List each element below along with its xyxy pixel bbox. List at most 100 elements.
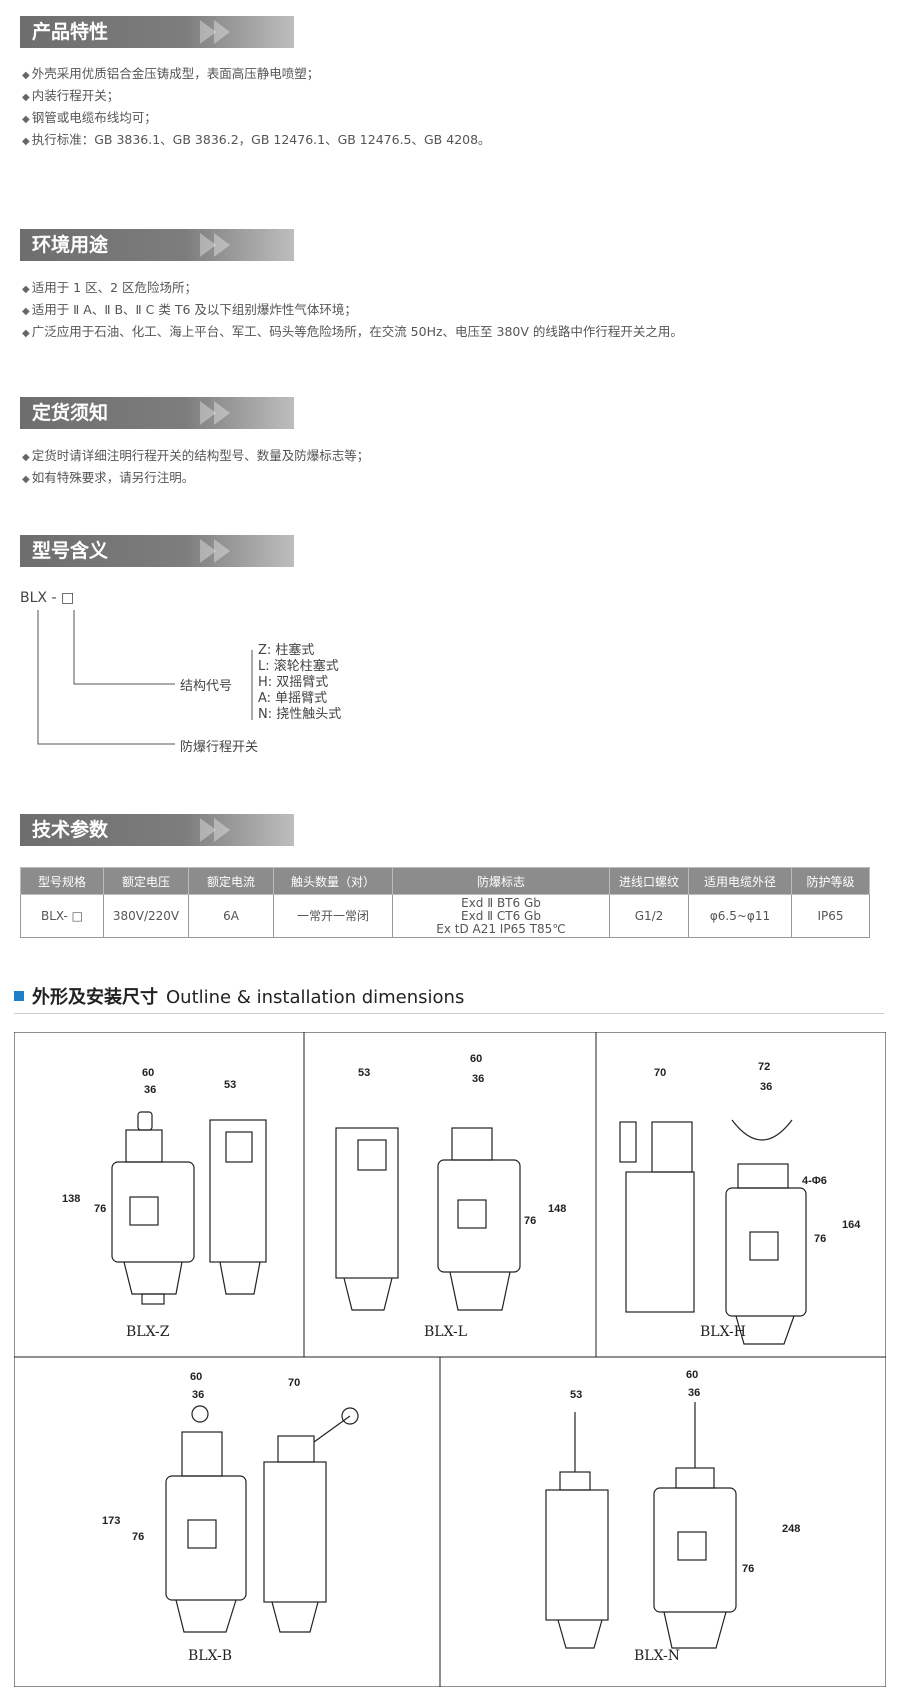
table-cell: φ6.5~φ11 <box>688 894 792 938</box>
drawing-label: BLX-H <box>700 1324 746 1340</box>
dimension-label: 248 <box>782 1523 800 1535</box>
dimension-label: 76 <box>742 1563 754 1575</box>
outline-title: 外形及安装尺寸 Outline & installation dimensions <box>14 983 464 1009</box>
table-cell: BLX- □ <box>20 894 104 938</box>
struct-option: N: 挠性触头式 <box>258 707 342 722</box>
chevron-right-icon <box>200 16 240 48</box>
table-header: 额定电压 <box>103 867 189 895</box>
dimension-label: 36 <box>192 1389 204 1401</box>
ordering-header: 定货须知 <box>20 397 294 429</box>
outline-title-en: Outline & installation dimensions <box>166 987 465 1008</box>
dimension-label: 148 <box>548 1203 566 1215</box>
table-cell: 380V/220V <box>103 894 189 938</box>
list-item: 适用于 Ⅱ A、Ⅱ B、Ⅱ C 类 T6 及以下组别爆炸性气体环境； <box>22 300 683 322</box>
dimension-label: 60 <box>470 1053 482 1065</box>
environment-list: 适用于 1 区、2 区危险场所； 适用于 Ⅱ A、Ⅱ B、Ⅱ C 类 T6 及以… <box>22 278 683 344</box>
list-item: 如有特殊要求，请另行注明。 <box>22 468 369 490</box>
ex-mark: Exd Ⅱ BT6 Gb <box>461 895 541 910</box>
ordering-list: 定货时请详细注明行程开关的结构型号、数量及防爆标志等； 如有特殊要求，请另行注明… <box>22 446 370 490</box>
features-title: 产品特性 <box>32 21 109 43</box>
dimension-label: 36 <box>760 1081 772 1093</box>
environment-title: 环境用途 <box>32 234 109 256</box>
features-list: 外壳采用优质铝合金压铸成型，表面高压静电喷塑； 内装行程开关； 钢管或电缆布线均… <box>22 64 491 152</box>
features-header: 产品特性 <box>20 16 294 48</box>
drawing-label: BLX-Z <box>126 1324 170 1340</box>
chevron-right-icon <box>200 814 240 846</box>
model-code: BLX - □ <box>20 590 75 606</box>
dimension-label: 173 <box>102 1515 120 1527</box>
drawing-blx-b <box>165 1405 359 1633</box>
dimension-label: 60 <box>142 1067 154 1079</box>
table-header: 型号规格 <box>20 867 104 895</box>
dimension-label: 60 <box>190 1371 202 1383</box>
chevron-right-icon <box>200 397 240 429</box>
struct-option: A: 单摇臂式 <box>258 691 328 706</box>
struct-options: Z: 柱塞式 L: 滚轮柱塞式 H: 双摇臂式 A: 单摇臂式 N: 挠性触头式 <box>258 643 341 723</box>
drawing-label: BLX-B <box>188 1648 232 1664</box>
dimension-label: 76 <box>132 1531 144 1543</box>
square-bullet-icon <box>14 991 24 1001</box>
ex-marks-cell: Exd Ⅱ BT6 Gb Exd Ⅱ CT6 Gb Ex tD A21 IP65… <box>392 894 610 938</box>
chevron-right-icon <box>200 535 240 567</box>
table-cell: 6A <box>188 894 274 938</box>
table-header-row: 型号规格 额定电压 额定电流 触头数量（对） 防爆标志 进线口螺纹 适用电缆外径… <box>20 867 870 895</box>
outline-drawings: 60 36 53 138 76 BLX-Z 53 60 36 148 76 BL… <box>14 1032 886 1687</box>
model-diagram-lines <box>37 610 253 745</box>
model-header: 型号含义 <box>20 535 294 567</box>
drawing-blx-n <box>545 1402 737 1649</box>
drawing-blx-l <box>335 1127 521 1311</box>
specs-header: 技术参数 <box>20 814 294 846</box>
chevron-right-icon <box>200 229 240 261</box>
table-header: 触头数量（对） <box>273 867 393 895</box>
list-item: 内装行程开关； <box>22 86 491 108</box>
dimension-label: 53 <box>358 1067 370 1079</box>
dimension-label: 138 <box>62 1193 80 1205</box>
struct-option: Z: 柱塞式 <box>258 643 315 658</box>
struct-label: 结构代号 <box>180 679 233 694</box>
series-label: 防爆行程开关 <box>180 740 259 755</box>
table-header: 防护等级 <box>791 867 870 895</box>
drawing-label: BLX-N <box>634 1648 680 1664</box>
specs-title: 技术参数 <box>32 819 109 841</box>
dimension-label: 53 <box>224 1079 236 1091</box>
list-item: 执行标准：GB 3836.1、GB 3836.2，GB 12476.1、GB 1… <box>22 130 491 152</box>
ordering-title: 定货须知 <box>32 402 109 424</box>
dimension-label: 70 <box>288 1377 300 1389</box>
dimension-label: 164 <box>842 1219 861 1231</box>
table-header: 额定电流 <box>188 867 274 895</box>
dimension-label: 36 <box>144 1084 156 1096</box>
dimension-label: 76 <box>94 1203 106 1215</box>
dimension-label: 36 <box>688 1387 700 1399</box>
model-title: 型号含义 <box>32 540 109 562</box>
table-cell: 一常开一常闭 <box>273 894 393 938</box>
table-header: 防爆标志 <box>392 867 610 895</box>
dimension-label: 4-Φ6 <box>802 1175 827 1187</box>
table-header: 进线口螺纹 <box>609 867 689 895</box>
drawing-blx-z <box>111 1111 267 1305</box>
environment-header: 环境用途 <box>20 229 294 261</box>
ex-mark: Exd Ⅱ CT6 Gb <box>461 908 541 923</box>
drawing-label: BLX-L <box>424 1324 467 1340</box>
dimension-label: 72 <box>758 1061 770 1073</box>
list-item: 钢管或电缆布线均可； <box>22 108 491 130</box>
table-cell: IP65 <box>791 894 870 938</box>
struct-option: L: 滚轮柱塞式 <box>258 659 339 674</box>
outline-title-cn: 外形及安装尺寸 <box>32 987 158 1008</box>
list-item: 适用于 1 区、2 区危险场所； <box>22 278 683 300</box>
table-row: BLX- □ 380V/220V 6A 一常开一常闭 Exd Ⅱ BT6 Gb … <box>20 894 870 938</box>
list-item: 广泛应用于石油、化工、海上平台、军工、码头等危险场所，在交流 50Hz、电压至 … <box>22 322 683 344</box>
table-cell: G1/2 <box>609 894 689 938</box>
list-item: 定货时请详细注明行程开关的结构型号、数量及防爆标志等； <box>22 446 370 468</box>
divider <box>14 1013 884 1014</box>
dimension-label: 76 <box>524 1215 536 1227</box>
table-header: 适用电缆外径 <box>688 867 792 895</box>
dimension-label: 76 <box>814 1233 826 1245</box>
ex-mark: Ex tD A21 IP65 T85℃ <box>436 921 566 936</box>
dimension-label: 60 <box>686 1369 698 1381</box>
struct-option: H: 双摇臂式 <box>258 675 329 690</box>
dimension-label: 53 <box>570 1389 582 1401</box>
dimension-label: 70 <box>654 1067 666 1079</box>
dimension-label: 36 <box>472 1073 484 1085</box>
spec-table: 型号规格 额定电压 额定电流 触头数量（对） 防爆标志 进线口螺纹 适用电缆外径… <box>20 867 870 938</box>
drawing-blx-h <box>619 1119 807 1345</box>
